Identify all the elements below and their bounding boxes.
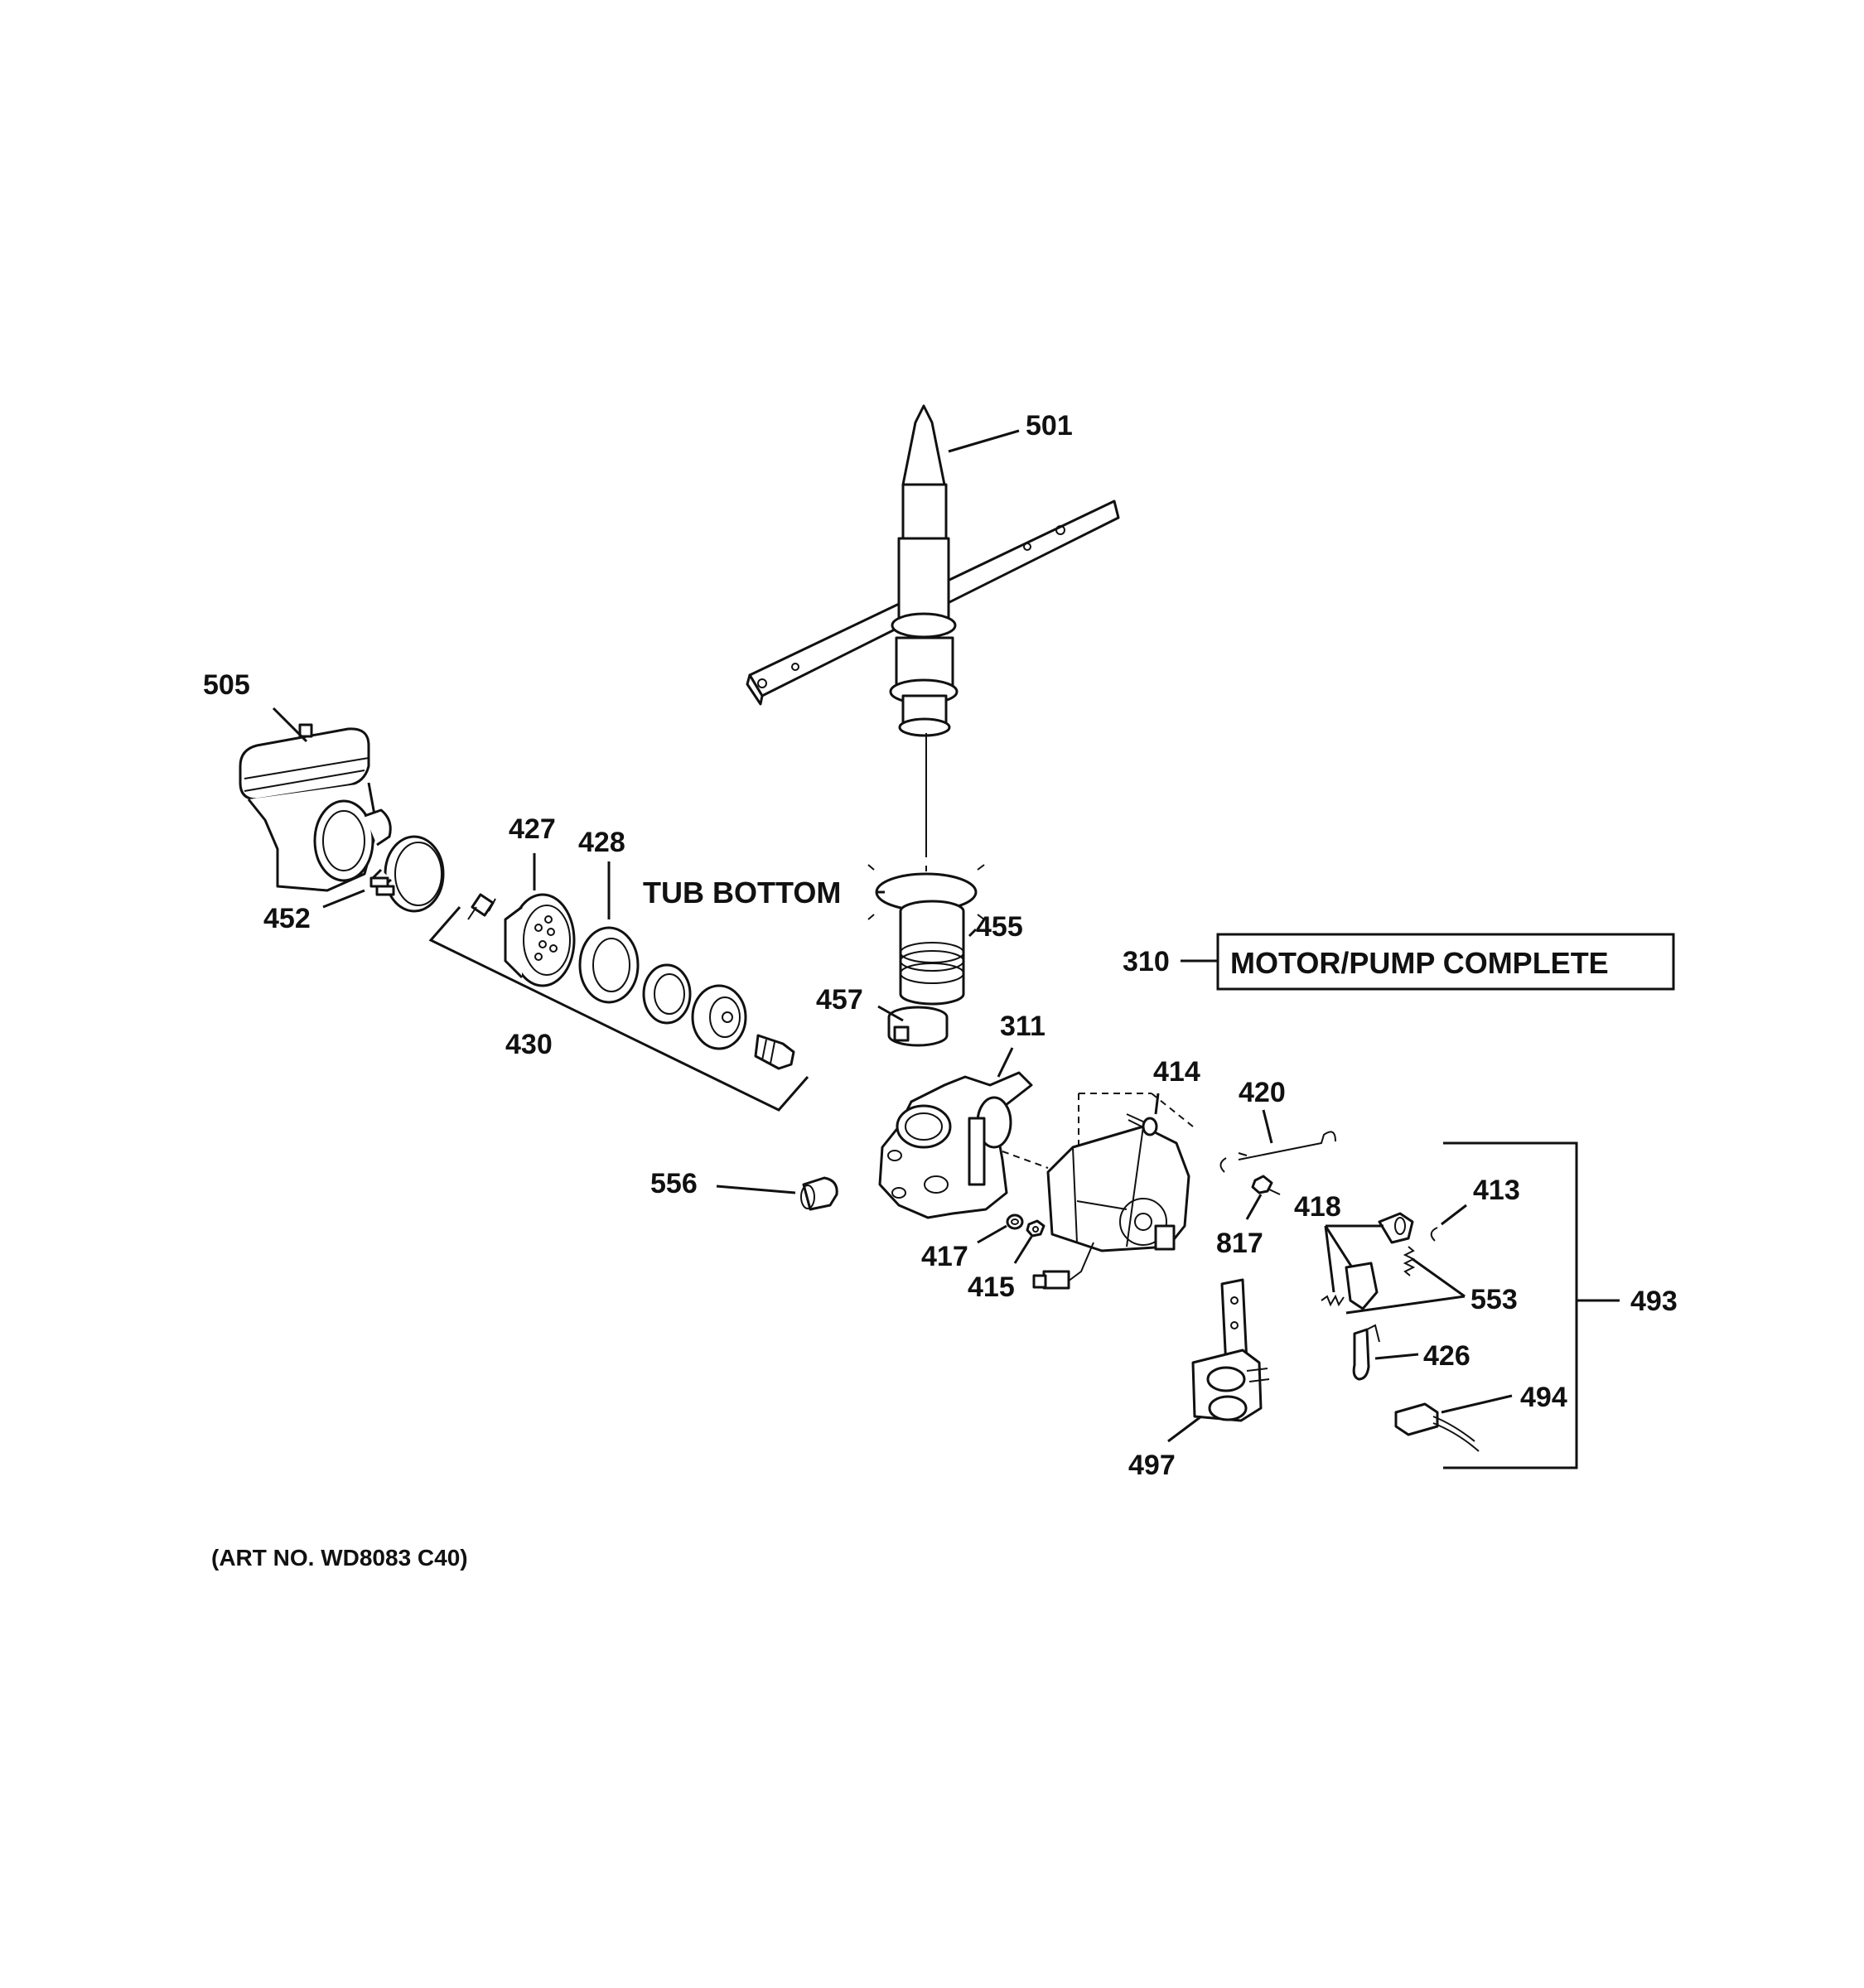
callout-426: 426 xyxy=(1423,1340,1470,1372)
callout-430: 430 xyxy=(505,1029,553,1060)
clamp-457 xyxy=(887,1006,949,1047)
motor xyxy=(1002,1093,1194,1290)
rod-420 xyxy=(1219,1131,1336,1173)
callout-505: 505 xyxy=(203,669,250,701)
callout-labels: 501 505 452 427 428 430 455 457 311 310 … xyxy=(203,410,1678,1571)
clip-413 xyxy=(1430,1227,1438,1242)
callout-310: 310 xyxy=(1123,946,1170,977)
callout-413: 413 xyxy=(1473,1175,1520,1206)
callout-414: 414 xyxy=(1153,1056,1200,1088)
leader-lines xyxy=(272,429,1620,1469)
callout-420: 420 xyxy=(1239,1077,1286,1108)
washer-417 xyxy=(1006,1214,1024,1230)
connector-494 xyxy=(1394,1402,1480,1452)
callout-457: 457 xyxy=(816,984,863,1016)
spray-arm-assembly-501 xyxy=(746,404,1120,857)
callout-494: 494 xyxy=(1520,1382,1567,1413)
screw-817 xyxy=(1251,1175,1281,1195)
clamp-452 xyxy=(369,835,445,913)
callout-493: 493 xyxy=(1630,1286,1678,1317)
screw-414 xyxy=(1126,1113,1158,1136)
callout-817: 817 xyxy=(1216,1228,1263,1259)
sump-housing-505 xyxy=(239,723,392,892)
solenoid-497 xyxy=(1191,1278,1270,1422)
motor-pump-complete-box xyxy=(1216,933,1675,991)
art-number: (ART NO. WD8083 C40) xyxy=(211,1545,468,1571)
pump-housing-311 xyxy=(878,1071,1033,1219)
nut-415 xyxy=(1026,1219,1045,1238)
callout-452: 452 xyxy=(263,903,311,934)
callout-418: 418 xyxy=(1294,1191,1341,1223)
plug-556 xyxy=(800,1176,838,1211)
bellows-455 xyxy=(899,900,965,1006)
filter-group-430 xyxy=(428,893,809,1112)
callout-427: 427 xyxy=(509,813,556,845)
callout-497: 497 xyxy=(1128,1450,1176,1481)
tub-bottom-label: TUB BOTTOM xyxy=(643,876,841,910)
callout-428: 428 xyxy=(578,827,625,858)
callout-501: 501 xyxy=(1026,410,1073,442)
callout-556: 556 xyxy=(650,1168,698,1199)
callout-455: 455 xyxy=(976,911,1023,943)
pin-426 xyxy=(1352,1324,1380,1381)
callout-415: 415 xyxy=(968,1271,1015,1303)
lever-418 xyxy=(1345,1212,1414,1310)
callout-553: 553 xyxy=(1470,1284,1518,1315)
callout-311: 311 xyxy=(1000,1011,1045,1042)
callout-417: 417 xyxy=(921,1241,968,1272)
motor-pump-complete-label: MOTOR/PUMP COMPLETE xyxy=(1230,946,1609,980)
spring-553 xyxy=(1321,1246,1416,1307)
